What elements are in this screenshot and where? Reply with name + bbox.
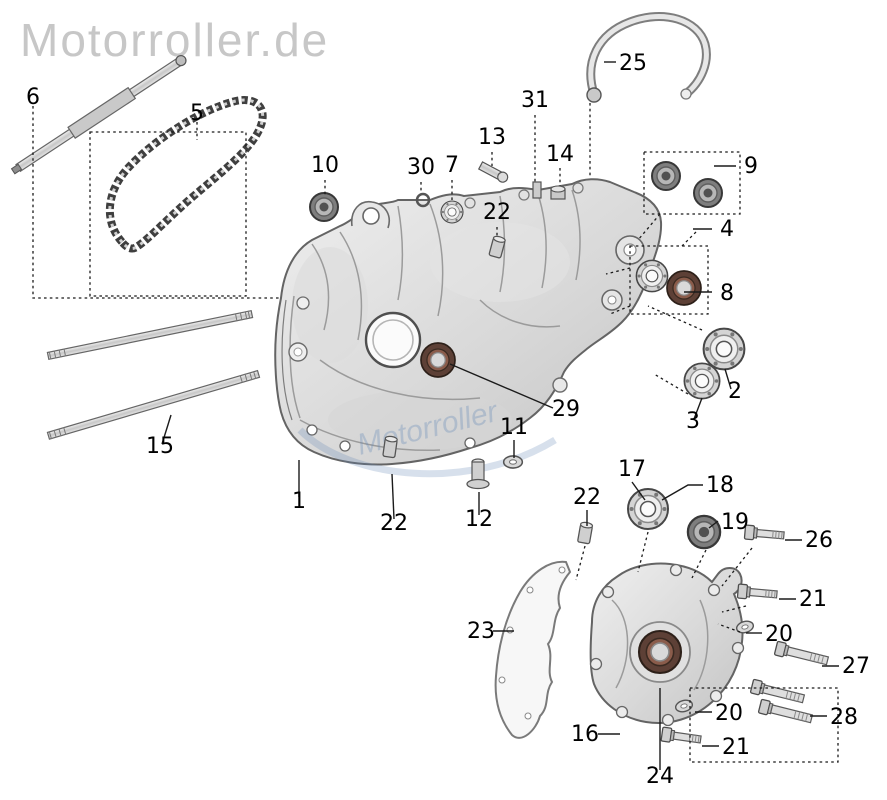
stud-bolt-upper — [46, 309, 254, 361]
callout-19: 19 — [721, 510, 749, 535]
site-watermark: Motorroller.de — [20, 14, 329, 66]
stud-bolt-lower — [46, 369, 261, 440]
leader-lines — [161, 61, 839, 770]
o-ring-30 — [415, 192, 431, 208]
callout-2: 2 — [728, 379, 742, 404]
shaft-12 — [466, 458, 490, 490]
nut-14 — [550, 185, 566, 200]
callout-12: 12 — [465, 507, 493, 532]
leader-line — [721, 605, 747, 613]
callout-13: 13 — [478, 125, 506, 150]
leader-line — [89, 131, 247, 297]
oil-seal-8 — [666, 270, 702, 306]
bearing-9b — [693, 178, 723, 208]
crankshaft-bore — [364, 311, 422, 369]
oil-seal-29 — [420, 342, 456, 378]
leader-line — [643, 151, 741, 215]
callout-1: 1 — [292, 489, 306, 514]
breather-hose — [586, 11, 711, 103]
leader-line — [717, 623, 741, 633]
construction-lines — [32, 103, 839, 763]
callout-21-lower: 21 — [722, 735, 750, 760]
bolt-28a — [749, 678, 806, 707]
dowel-22-cover — [576, 520, 594, 545]
callout-22-upper: 22 — [483, 200, 511, 225]
callout-9: 9 — [744, 154, 758, 179]
callout-21-upper: 21 — [799, 587, 827, 612]
leader-line — [605, 267, 631, 275]
hose-fitting — [586, 87, 602, 103]
oil-seal-24 — [637, 629, 683, 675]
callout-18: 18 — [706, 473, 734, 498]
leader-line — [609, 305, 631, 315]
callout-14: 14 — [546, 142, 574, 167]
callout-25: 25 — [619, 51, 647, 76]
bolt-21-lower — [660, 726, 703, 748]
callout-28: 28 — [830, 705, 858, 730]
gasket-23 — [494, 560, 572, 739]
callout-31: 31 — [521, 88, 549, 113]
leader-line — [575, 545, 586, 581]
callout-7: 7 — [445, 153, 459, 178]
callout-23: 23 — [467, 619, 495, 644]
leader-line — [631, 481, 646, 501]
callout-15: 15 — [146, 434, 174, 459]
bearing-3 — [683, 362, 721, 400]
crankcase — [274, 178, 663, 466]
guide-rod — [10, 55, 187, 175]
callout-27: 27 — [842, 654, 870, 679]
leader-line — [681, 231, 697, 247]
bolt-13 — [477, 161, 509, 183]
leader-line — [653, 373, 689, 395]
callout-26: 26 — [805, 528, 833, 553]
bolt-28b — [757, 698, 814, 727]
leader-line — [391, 473, 395, 520]
leader-line — [661, 484, 703, 501]
callout-29: 29 — [552, 397, 580, 422]
callout-20-upper: 20 — [765, 622, 793, 647]
bearing-17-18 — [627, 488, 669, 530]
leader-line — [32, 106, 281, 299]
bearing-2 — [702, 327, 746, 371]
roller-10 — [309, 192, 339, 222]
callout-22-bottom: 22 — [380, 511, 408, 536]
leader-line — [161, 414, 172, 445]
callout-17: 17 — [618, 457, 646, 482]
bearing-9a — [651, 161, 681, 191]
callout-5: 5 — [190, 101, 204, 126]
dowel-22-bottom — [382, 435, 399, 459]
washer-11 — [502, 455, 524, 469]
callout-3: 3 — [686, 409, 700, 434]
leader-line — [708, 520, 719, 529]
leader-line — [449, 363, 554, 409]
leader-line — [629, 245, 709, 315]
leader-line — [724, 368, 732, 390]
callouts: 6 5 10 30 7 13 31 14 25 9 22 4 8 2 3 29 … — [26, 51, 870, 789]
callout-16: 16 — [571, 722, 599, 747]
leader-line — [689, 687, 839, 763]
bolt-21-upper — [736, 583, 779, 603]
callout-20-lower: 20 — [715, 701, 743, 726]
callout-24: 24 — [646, 764, 674, 789]
leader-line — [693, 397, 703, 420]
timing-chain — [106, 96, 267, 253]
bearing-19 — [686, 514, 722, 550]
callout-6: 6 — [26, 85, 40, 110]
leader-line — [721, 547, 753, 587]
callout-10: 10 — [311, 153, 339, 178]
pin-31 — [532, 181, 542, 199]
callout-30: 30 — [407, 155, 435, 180]
callout-11: 11 — [500, 415, 528, 440]
callout-4: 4 — [720, 217, 734, 242]
bearing-4 — [635, 259, 669, 293]
bearing-7 — [440, 200, 464, 224]
leader-line — [637, 531, 649, 573]
callout-22-cover: 22 — [573, 485, 601, 510]
bolt-26 — [743, 524, 786, 544]
callout-8: 8 — [720, 281, 734, 306]
leader-line — [647, 305, 703, 331]
